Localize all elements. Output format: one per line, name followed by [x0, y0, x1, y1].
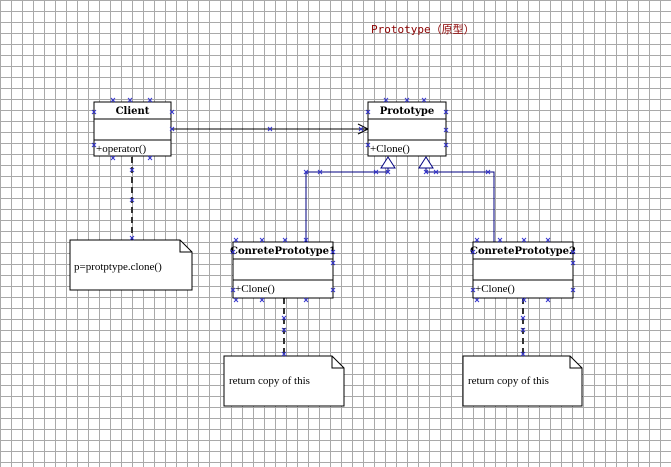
selection-handle[interactable] — [521, 237, 527, 243]
generalization-concrete2-prototype[interactable] — [418, 156, 495, 242]
selection-handle[interactable] — [485, 169, 491, 175]
selection-handle[interactable] — [520, 315, 526, 321]
selection-handle[interactable] — [330, 287, 336, 293]
class-concrete1-operation: +Clone() — [235, 283, 275, 295]
selection-handle[interactable] — [147, 155, 153, 161]
selection-handle[interactable] — [365, 109, 371, 115]
selection-handle[interactable] — [233, 237, 239, 243]
selection-handle[interactable] — [421, 97, 427, 103]
selection-handle[interactable] — [230, 249, 236, 255]
selection-handle[interactable] — [423, 169, 429, 175]
selection-handle[interactable] — [330, 260, 336, 266]
diagram-title: Prototype（原型） — [371, 22, 475, 36]
selection-handle[interactable] — [470, 287, 476, 293]
class-client-name: Client — [116, 106, 150, 117]
class-concrete1-name: ConretePrototype1 — [230, 246, 336, 257]
selection-handle[interactable] — [303, 169, 309, 175]
class-concrete2-name: ConretePrototype2 — [470, 246, 576, 257]
selection-handle[interactable] — [383, 97, 389, 103]
selection-handle[interactable] — [281, 327, 287, 333]
class-prototype[interactable]: Prototype +Clone() — [367, 101, 447, 157]
generalization-concrete1-prototype[interactable] — [305, 156, 396, 242]
selection-handle[interactable] — [281, 351, 287, 357]
selection-handle[interactable] — [497, 237, 503, 243]
selection-handle[interactable] — [443, 142, 449, 148]
class-client[interactable]: Client +operator() — [93, 101, 172, 157]
note-concrete2[interactable]: return copy of this — [462, 355, 583, 407]
selection-handle[interactable] — [282, 237, 288, 243]
selection-handle[interactable] — [317, 169, 323, 175]
selection-handle[interactable] — [365, 142, 371, 148]
selection-handle[interactable] — [570, 287, 576, 293]
selection-handle[interactable] — [443, 127, 449, 133]
note-client[interactable]: p=protptype.clone() — [69, 239, 193, 291]
selection-handle[interactable] — [259, 237, 265, 243]
class-concrete2-operation: +Clone() — [475, 283, 515, 295]
selection-handle[interactable] — [470, 249, 476, 255]
class-concrete-prototype2[interactable]: ConretePrototype2 +Clone() — [470, 241, 576, 299]
selection-handle[interactable] — [230, 287, 236, 293]
selection-handle[interactable] — [521, 297, 527, 303]
selection-handle[interactable] — [404, 97, 410, 103]
selection-handle[interactable] — [91, 142, 97, 148]
selection-handle[interactable] — [303, 297, 309, 303]
selection-handle[interactable] — [443, 109, 449, 115]
selection-handle[interactable] — [570, 260, 576, 266]
selection-handle[interactable] — [545, 237, 551, 243]
selection-handle[interactable] — [147, 97, 153, 103]
selection-handle[interactable] — [373, 169, 379, 175]
selection-handle[interactable] — [259, 297, 265, 303]
class-prototype-operation: +Clone() — [370, 143, 410, 155]
selection-handle[interactable] — [91, 109, 97, 115]
selection-handle[interactable] — [127, 97, 133, 103]
selection-handle[interactable] — [169, 109, 175, 115]
selection-handle[interactable] — [129, 197, 135, 203]
selection-handle[interactable] — [303, 237, 309, 243]
selection-handle[interactable] — [110, 97, 116, 103]
selection-handle[interactable] — [233, 297, 239, 303]
selection-handle[interactable] — [169, 126, 175, 132]
note-concrete1-text: return copy of this — [229, 375, 310, 387]
selection-handle[interactable] — [474, 237, 480, 243]
selection-handle[interactable] — [474, 297, 480, 303]
note-concrete1[interactable]: return copy of this — [223, 355, 345, 407]
selection-handle[interactable] — [520, 351, 526, 357]
note-client-text: p=protptype.clone() — [74, 261, 162, 273]
selection-handle[interactable] — [433, 169, 439, 175]
selection-handle[interactable] — [330, 249, 336, 255]
note-concrete2-text: return copy of this — [468, 375, 549, 387]
selection-handle[interactable] — [358, 126, 364, 132]
selection-handle[interactable] — [545, 297, 551, 303]
selection-handles — [91, 97, 576, 357]
selection-handle[interactable] — [110, 155, 116, 161]
selection-handle[interactable] — [267, 126, 273, 132]
selection-handle[interactable] — [385, 169, 391, 175]
selection-handle[interactable] — [129, 235, 135, 241]
selection-handle[interactable] — [281, 315, 287, 321]
selection-handle[interactable] — [570, 249, 576, 255]
class-prototype-name: Prototype — [380, 106, 435, 117]
selection-handle[interactable] — [520, 327, 526, 333]
class-client-operation: +operator() — [96, 143, 147, 155]
selection-handle[interactable] — [129, 167, 135, 173]
class-concrete-prototype1[interactable]: ConretePrototype1 +Clone() — [230, 241, 336, 299]
